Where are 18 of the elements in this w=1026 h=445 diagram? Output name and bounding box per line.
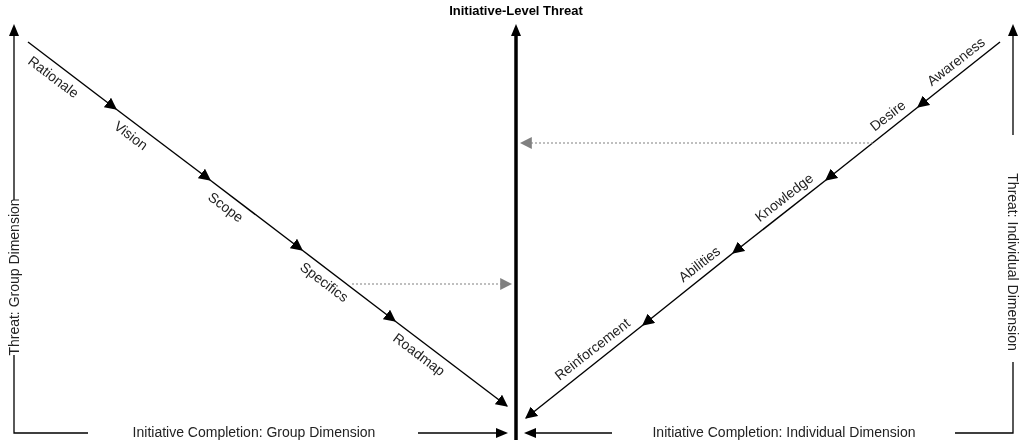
arrow	[525, 324, 644, 419]
axis-label: Initiative Completion: Group Dimension	[132, 424, 376, 440]
arrow	[394, 320, 508, 407]
arrow	[642, 252, 734, 326]
axis-title: Initiative-Level Threat	[449, 3, 583, 18]
arrow	[301, 249, 396, 322]
arrow	[27, 41, 117, 110]
arrow	[115, 108, 211, 181]
dotted-arrow	[351, 278, 513, 290]
arrow	[732, 179, 827, 254]
dotted-arrow	[519, 137, 874, 149]
arrow	[209, 179, 303, 251]
axis-label: Threat: Individual Dimension	[1005, 173, 1021, 351]
arrow	[917, 41, 1001, 108]
axis-arrow	[511, 24, 521, 440]
axis-label: Threat: Group Dimension	[6, 198, 22, 356]
axis-label: Initiative Completion: Individual Dimension	[652, 424, 916, 440]
arrow	[825, 106, 919, 181]
